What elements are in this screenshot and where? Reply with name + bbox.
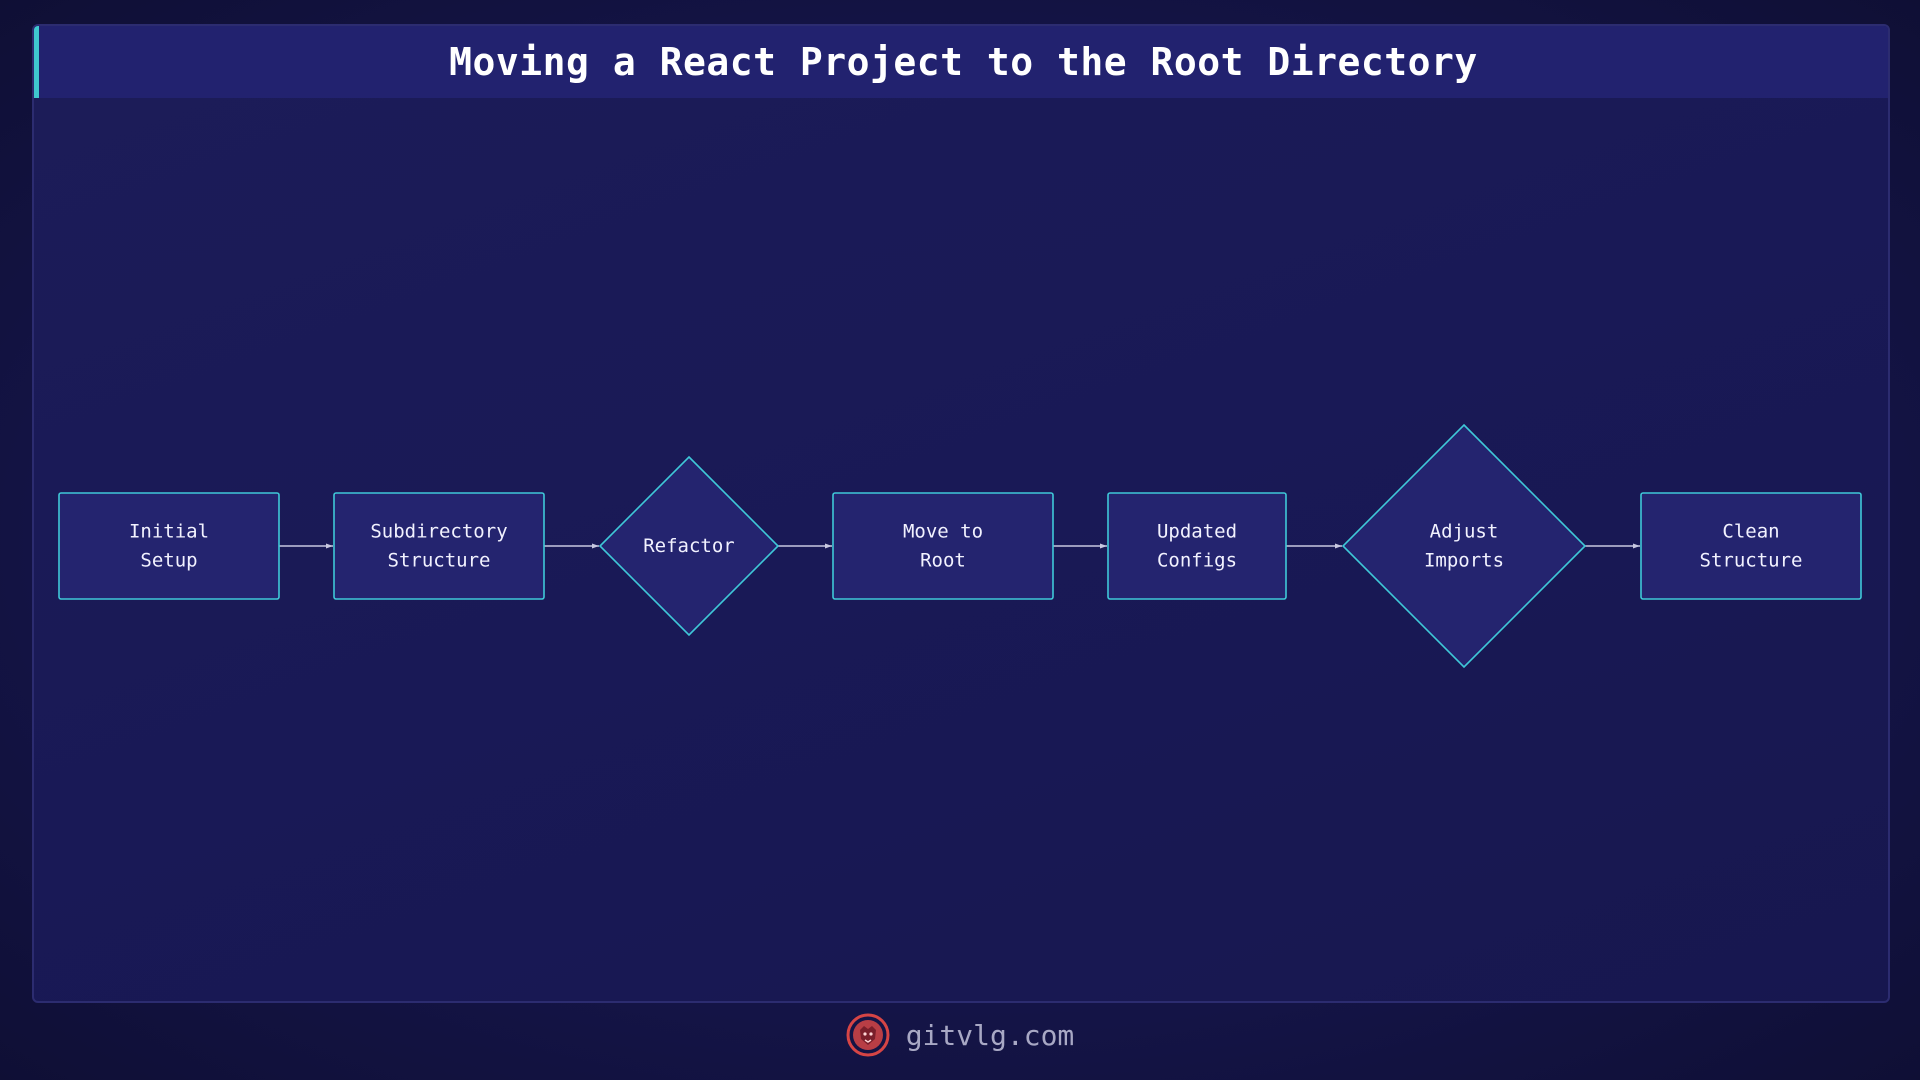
rect-shape bbox=[1640, 492, 1862, 600]
node-label: Structure bbox=[388, 550, 491, 572]
node-label: Root bbox=[920, 550, 966, 572]
node-label: Updated bbox=[1157, 521, 1237, 543]
lion-head-icon bbox=[846, 1013, 890, 1057]
footer: gitvlg.com bbox=[0, 1010, 1920, 1060]
node-label: Adjust bbox=[1430, 521, 1499, 543]
diamond-shape bbox=[598, 455, 780, 637]
node-refactor: Refactor bbox=[598, 455, 780, 637]
rect-shape bbox=[58, 492, 280, 600]
node-label: Move to bbox=[903, 521, 983, 543]
node-label: Initial bbox=[129, 521, 209, 543]
rect-shape bbox=[832, 492, 1054, 600]
node-label: Structure bbox=[1700, 550, 1803, 572]
node-label: Setup bbox=[140, 550, 197, 572]
diamond-shape bbox=[1341, 423, 1587, 669]
node-label: Imports bbox=[1424, 550, 1504, 572]
rect-shape bbox=[1107, 492, 1287, 600]
rect-shape bbox=[333, 492, 545, 600]
node-move-to-root: Move to Root bbox=[832, 492, 1054, 600]
node-label: Configs bbox=[1157, 550, 1237, 572]
node-label: Refactor bbox=[643, 535, 735, 557]
node-label: Subdirectory bbox=[370, 521, 507, 543]
node-label: Clean bbox=[1722, 521, 1779, 543]
footer-site-link[interactable]: gitvlg.com bbox=[905, 1018, 1075, 1052]
title-bar: Moving a React Project to the Root Direc… bbox=[34, 26, 1888, 98]
page-title: Moving a React Project to the Root Direc… bbox=[449, 40, 1478, 84]
